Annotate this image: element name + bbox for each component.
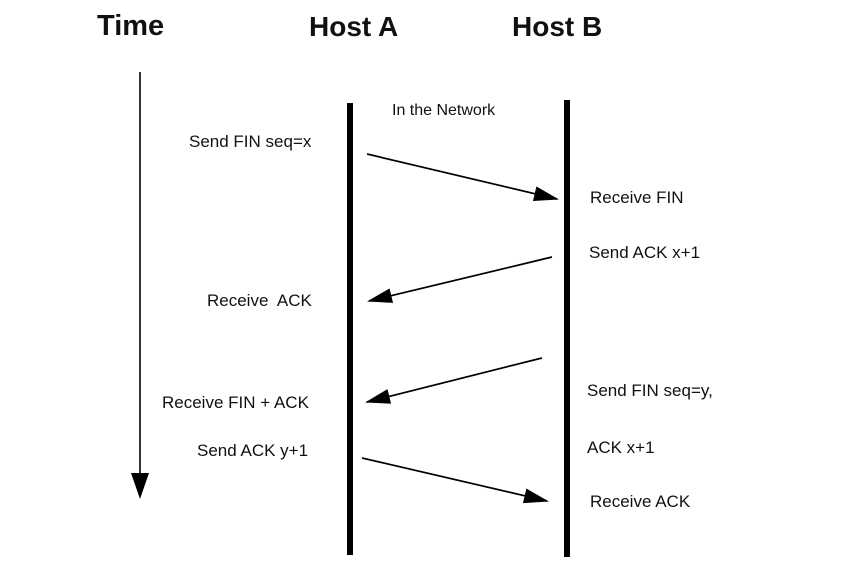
event-send-fin-seq-y: Send FIN seq=y, ACK x+1	[587, 343, 713, 495]
arrow-fin-a-to-b	[366, 153, 559, 201]
host-a-label: Host A	[309, 11, 399, 42]
time-axis-label: Time	[97, 10, 165, 42]
arrow-fin-ack-b-to-a	[365, 357, 543, 404]
event-send-ack-x-plus-1: Send ACK x+1	[589, 243, 701, 262]
event-send-ack-y-plus-1: Send ACK y+1	[197, 441, 309, 460]
event-send-fin-seq-y-line1: Send FIN seq=y,	[587, 381, 713, 400]
network-label: In the Network	[392, 102, 496, 119]
event-receive-ack-host-b: Receive ACK	[590, 492, 691, 511]
host-b-lifeline	[564, 100, 570, 557]
event-receive-fin: Receive FIN	[590, 188, 684, 207]
host-a-lifeline	[347, 103, 353, 555]
host-b-label: Host B	[512, 11, 603, 42]
event-send-fin-seq-x: Send FIN seq=x	[189, 132, 312, 151]
arrow-ack-b-to-a	[367, 256, 553, 303]
arrow-ack-a-to-b	[361, 457, 549, 504]
time-axis-arrow	[131, 72, 149, 499]
event-send-fin-seq-y-line2: ACK x+1	[587, 438, 655, 457]
event-receive-ack-host-a: Receive ACK	[207, 291, 312, 310]
event-receive-fin-plus-ack: Receive FIN + ACK	[162, 393, 309, 412]
